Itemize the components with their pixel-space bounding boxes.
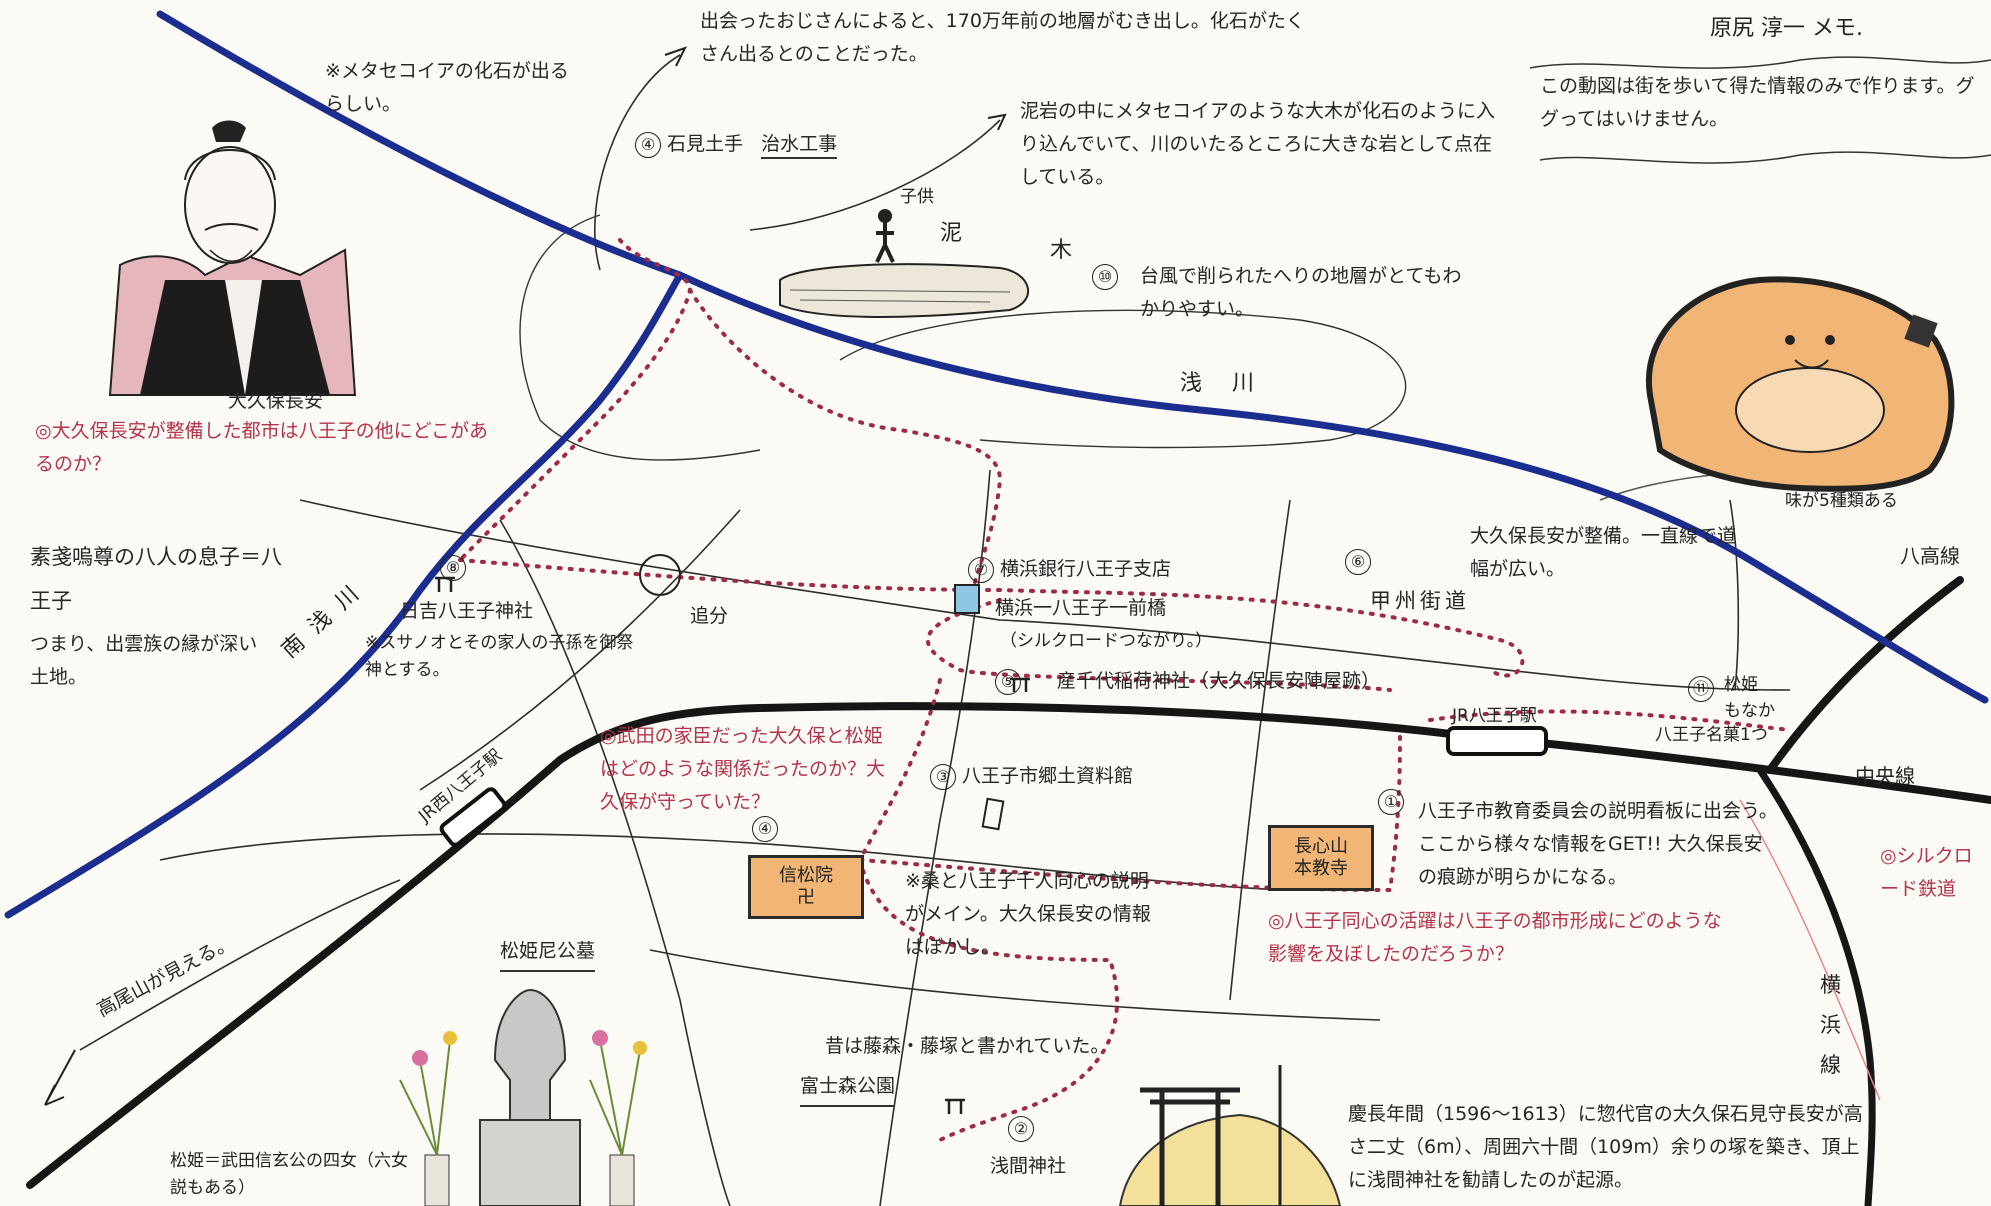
museum-icon (981, 797, 1005, 831)
number-badge: ④ (635, 132, 661, 158)
place-3: ③ 八王子市郷土資料館 (930, 760, 1133, 793)
note-typhoon: 台風で削られたへりの地層がとてもわかりやすい。 (1140, 265, 1462, 320)
arrows (44, 46, 1007, 1106)
label-chuo-line: 中央線 (1855, 764, 1915, 788)
caption-mud: 泥 (940, 221, 963, 246)
number-badge: ⑧ (440, 555, 466, 581)
label-asakawa: 浅川 (1180, 371, 1285, 396)
number-badge: ⑪ (1688, 676, 1714, 702)
label-meika: 八王子名菓1つ (1655, 725, 1768, 745)
flower-vase-icon (399, 1030, 647, 1206)
label-silk-connect: （シルクロードつながり。） (1000, 631, 1213, 651)
station-icons (439, 726, 1548, 847)
note-old-man: 出会ったおじさんによると、170万年前の地層がむき出し。化石がたくさん出るとのこ… (700, 10, 1305, 65)
note-mudstone: 泥岩の中にメタセコイアのような大木が化石のように入り込んでいて、川のいたるところ… (1020, 100, 1496, 188)
label-oiwake: 追分 (690, 605, 729, 627)
note-board: 八王子市教育委員会の説明看板に出会う。ここから様々な情報をGET!! 大久保長安… (1418, 800, 1778, 888)
number-badge: ⑦ (968, 557, 994, 583)
label-hie-shrine: 日吉八王子神社 (400, 600, 534, 622)
crossroad-icon (639, 554, 681, 596)
label-ishimi: 石見土手 (667, 133, 744, 155)
question-sennin: ◎八王子同心の活躍は八王子の都市形成にどのような影響を及ぼしたのだろうか？ (1268, 910, 1722, 965)
asakawa-river (156, 10, 1989, 704)
note-eight-sons: 素戔嗚尊の八人の息子＝八王子 (30, 545, 282, 613)
disclaimer: この動図は街を歩いて得た情報のみで作ります。ググってはいけません。 (1540, 75, 1975, 130)
valley-outline (519, 214, 1407, 461)
note-matsuhime: 松姫＝武田信玄公の四女（六女説もある） (170, 1151, 408, 1198)
note-hie: ※スサノオとその家人の子孫を御祭神とする。 (365, 633, 634, 680)
street-koshu-west (299, 499, 1601, 681)
label-yokohama-line: 横浜線 (1820, 973, 1841, 1077)
kabuto-mascot-icon (1645, 276, 1955, 492)
place-10: ⑩ (1092, 260, 1124, 293)
torii-icon (945, 1098, 965, 1114)
caption-wood: 木 (1050, 238, 1073, 263)
temple-chozan: 長心山 本教寺 (1268, 825, 1374, 891)
place-5: ⑤ 産千代稲荷神社（大久保長安陣屋跡） (995, 665, 1380, 698)
label-chisui: 治水工事 (761, 133, 838, 159)
label-matsuhime-sweet: 松姫 (1724, 675, 1758, 695)
mascot-caption: 味が5種類ある (1785, 491, 1898, 511)
bridge-icon (954, 584, 980, 614)
station-icon (1446, 726, 1548, 756)
place-7: ⑦ 横浜銀行八王子支店 (968, 553, 1171, 586)
wavy-border-bottom (1539, 151, 1991, 164)
note-koshu: 大久保長安が整備。一直線で道幅が広い。 (1470, 525, 1737, 580)
caption-child: 子供 (900, 187, 934, 207)
portrait-name: 大久保長安 (228, 390, 324, 412)
label-sengen-shrine: 浅間神社 (990, 1155, 1067, 1177)
author-memo: 原尻 淳一 メモ. (1710, 16, 1863, 41)
note-metasequoia: ※メタセコイアの化石が出るらしい。 (325, 60, 569, 115)
number-badge: ⑥ (1345, 549, 1371, 575)
temple-shinshoin: 信松院 卍 (748, 855, 864, 919)
number-badge: ⑩ (1092, 264, 1118, 290)
minami-asakawa-river (4, 271, 684, 919)
label-hachiko-line: 八高線 (1900, 544, 1960, 568)
label-jr-hachioji: JR八王子駅 (1452, 706, 1537, 726)
label-koshu-road: 甲州街道 (1370, 589, 1470, 613)
number-badge: ④ (752, 816, 778, 842)
number-badge: ② (1008, 1116, 1034, 1142)
label-fujimori-park: 富士森公園 (800, 1070, 896, 1107)
silk-road-line (1739, 799, 1881, 1101)
place-6: ⑥ (1345, 545, 1377, 578)
dinosaur-child-icon (779, 209, 1030, 318)
number-badge: ③ (930, 764, 956, 790)
note-sennin: ※桑と八王子千人同心の説明がメイン。大久保長安の情報はぼかし。 (905, 870, 1151, 958)
question-silk-rail: ◎シルクロード鉄道 (1880, 845, 1973, 900)
number-badge: ① (1378, 789, 1404, 815)
label-matsuhime-grave: 松姫尼公墓 (500, 935, 596, 972)
place-11: ⑪ (1688, 672, 1720, 705)
note-fujimori-old: 昔は藤森・藤塚と書かれていた。 (825, 1035, 1110, 1057)
place-1: ① (1378, 785, 1410, 818)
label-yakushi: 産千代稲荷神社（大久保長安陣屋跡） (1057, 670, 1381, 692)
label-yokohama-route: 横浜一八王子一前橋 (995, 597, 1167, 619)
place-4b: ④ (752, 812, 784, 845)
grave-monument-icon (479, 988, 581, 1206)
place-ishimi-dote: ④ 石見土手 治水工事 (635, 128, 838, 161)
note-izumo: つまり、出雲族の縁が深い土地。 (30, 633, 258, 688)
walking-route (458, 238, 1792, 1142)
rivers (4, 10, 1989, 919)
wavy-border-top (1529, 56, 1991, 69)
rail-lines (26, 576, 1991, 1206)
place-8: ⑧ (440, 555, 472, 582)
shrine-gate-icon (1118, 1065, 1342, 1206)
label-museum: 八王子市郷土資料館 (962, 765, 1134, 787)
number-badge: ⑤ (995, 669, 1021, 695)
station-icon (439, 787, 507, 847)
question-cities: ◎大久保長安が整備した都市は八王子の他にどこがあるのか？ (35, 420, 489, 475)
label-yokohama-bank: 横浜銀行八王子支店 (1000, 558, 1172, 580)
place-2: ② (1008, 1112, 1040, 1145)
note-sengen: 慶長年間（1596～1613）に惣代官の大久保石見守長安が高さ二丈（6m）、周囲… (1348, 1103, 1863, 1191)
label-monaka: もなか (1724, 701, 1775, 721)
samurai-portrait-icon (108, 120, 357, 396)
question-takeda: ◎武田の家臣だった大久保と松姫はどのような関係だったのか？大久保が守っていた？ (600, 725, 886, 813)
